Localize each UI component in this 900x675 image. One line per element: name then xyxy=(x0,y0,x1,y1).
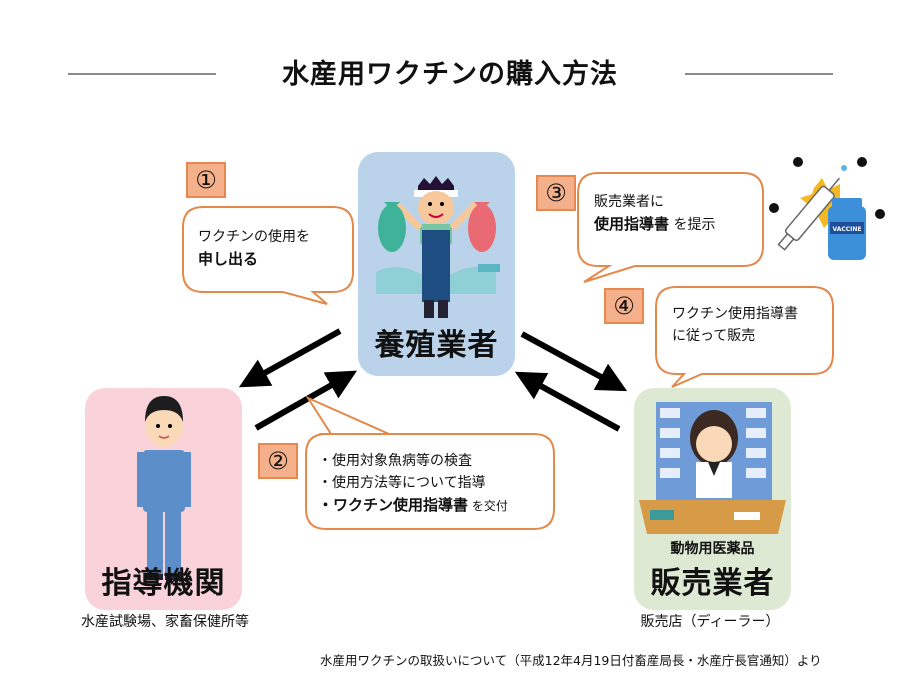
fish-farmer-illustration xyxy=(376,176,500,318)
step-2-item3-bold: ・ワクチン使用指導書 xyxy=(318,496,469,514)
step-2-badge: ② xyxy=(258,443,298,479)
bubble-step-4 xyxy=(655,286,834,388)
vaccine-icon: VACCINE xyxy=(769,157,885,260)
guide-label: 指導機関 xyxy=(101,566,226,601)
pharmacist-illustration xyxy=(639,402,786,534)
step-2-item3-rest: を交付 xyxy=(468,499,508,513)
step-4-text: ワクチン使用指導書 に従って販売 xyxy=(672,303,798,347)
guide-card: 指導機関 xyxy=(85,388,242,610)
title-rule-left xyxy=(68,73,216,75)
dealer-card: 動物用医薬品 販売業者 xyxy=(634,388,791,610)
step-3-line1: 販売業者に xyxy=(594,194,664,210)
step-2-item1: ・使用対象魚病等の検査 xyxy=(318,453,472,469)
step-4-line1: ワクチン使用指導書 xyxy=(672,306,798,322)
bubble-step-1 xyxy=(182,206,354,305)
arrow-guide-to-farmer xyxy=(254,370,358,431)
dealer-prefix: 動物用医薬品 xyxy=(670,541,755,557)
step-4-badge: ④ xyxy=(604,288,644,324)
worker-illustration xyxy=(137,396,191,580)
step-2-text: ・使用対象魚病等の検査 ・使用方法等について指導 ・ワクチン使用指導書 を交付 xyxy=(318,450,508,517)
page-title: 水産用ワクチンの購入方法 xyxy=(282,59,618,90)
vaccine-label: VACCINE xyxy=(832,226,861,233)
step-1-badge: ① xyxy=(186,162,226,198)
step-1-text: ワクチンの使用を 申し出る xyxy=(198,226,310,270)
step-3-line2-bold: 使用指導書 xyxy=(594,215,670,233)
title-rule-right xyxy=(685,73,833,75)
bubble-step-2 xyxy=(305,395,555,530)
step-4-line2: に従って販売 xyxy=(672,328,756,344)
step-1-line1: ワクチンの使用を xyxy=(198,229,310,245)
farmer-label: 養殖業者 xyxy=(374,328,499,363)
guide-caption: 水産試験場、家畜保健所等 xyxy=(81,614,249,630)
source-note: 水産用ワクチンの取扱いについて（平成12年4月19日付畜産局長・水産庁長官通知）… xyxy=(320,653,822,668)
dealer-caption: 販売店（ディーラー） xyxy=(640,614,780,630)
arrow-farmer-to-guide xyxy=(238,328,342,388)
bubble-step-3 xyxy=(577,172,764,283)
step-3-badge: ③ xyxy=(536,175,576,211)
arrow-dealer-to-farmer xyxy=(514,371,621,432)
step-1-line2: 申し出る xyxy=(198,250,259,268)
step-3-line2-rest: を提示 xyxy=(669,217,716,233)
step-2-item2: ・使用方法等について指導 xyxy=(318,475,486,491)
vaccine-illustration: VACCINE xyxy=(762,148,892,266)
dealer-label: 販売業者 xyxy=(650,566,775,601)
step-3-text: 販売業者に 使用指導書 を提示 xyxy=(594,191,715,236)
arrow-farmer-to-dealer xyxy=(520,331,628,392)
farmer-card: 養殖業者 xyxy=(358,152,515,376)
